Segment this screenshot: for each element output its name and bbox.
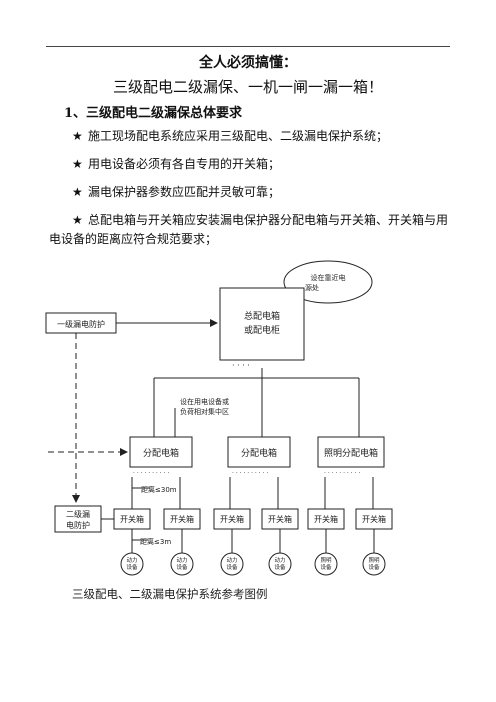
sub-box-1-dots: · · · · · · · · · · [133, 470, 169, 477]
device-2-text-1: 动力 [176, 556, 187, 564]
device-circle-1 [120, 552, 144, 576]
main-box-text-2: 或配电柜 [244, 324, 280, 336]
note-text-1: 设在用电设备或 [180, 397, 229, 406]
device-6-text-1: 照明 [368, 557, 380, 564]
level1-protection-label: 一级漏电防护 [57, 319, 105, 329]
sub-box-2 [227, 436, 291, 468]
switch-box-label: 开关箱 [314, 514, 338, 524]
device-1-text-1: 动力 [126, 556, 137, 564]
main-box-dots: · · · · [232, 361, 250, 370]
star-icon: ★ [72, 185, 83, 199]
switch-box-label: 开关箱 [120, 514, 144, 524]
bubble-text-1: 设在靠近电 [311, 273, 346, 282]
device-2-text-2: 设备 [176, 563, 188, 571]
device-1-text-2: 设备 [126, 563, 138, 571]
device-4-text-2: 设备 [274, 563, 286, 571]
bullet-text: 总配电箱与开关箱应安装漏电保护器分配电箱与开关箱、开关箱与用 [88, 213, 449, 227]
bubble-text-2: 源处 [305, 283, 319, 292]
star-icon: ★ [72, 157, 83, 171]
device-circle-5 [314, 552, 338, 576]
level2-protection-box [54, 505, 102, 533]
bullet-item-1: ★ 施工现场配电系统应采用三级配电、二级漏电保护系统； [72, 127, 388, 144]
sub-box-2-label: 分配电箱 [241, 447, 277, 459]
main-box-text-1: 总配电箱 [244, 310, 280, 322]
device-4-text-1: 动力 [274, 556, 285, 564]
diagram-caption: 三级配电、二级漏电保护系统参考图例 [72, 587, 268, 601]
sub-box-3-dots: · · · · · · · · · · [324, 470, 360, 477]
doc-title-line1: 全人必须搞懂： [199, 55, 297, 71]
device-6-text-2: 设备 [368, 563, 380, 571]
switch-box-label: 开关箱 [362, 514, 386, 524]
star-icon: ★ [72, 129, 83, 143]
sub-box-3 [317, 436, 385, 468]
bullet-item-4: ★ 总配电箱与开关箱应安装漏电保护器分配电箱与开关箱、开关箱与用 [72, 211, 448, 228]
device-circle-4 [268, 552, 292, 576]
device-3-text-1: 动力 [226, 556, 237, 564]
device-circle-6 [362, 552, 386, 576]
switch-box-label: 开关箱 [220, 514, 244, 524]
sub-box-2-dots: · · · · · · · · · · [232, 470, 268, 477]
device-3-text-2: 设备 [226, 563, 238, 571]
header-rule [46, 46, 450, 47]
bullet-item-2: ★ 用电设备必须有各自专用的开关箱； [72, 155, 280, 172]
bullet-text: 施工现场配电系统应采用三级配电、二级漏电保护系统； [88, 129, 389, 143]
device-circle-2 [170, 552, 194, 576]
main-distribution-box [219, 287, 305, 361]
bullet-4-continuation: 电设备的距离应符合规范要求； [49, 232, 218, 246]
bullet-text: 用电设备必须有各自专用的开关箱； [88, 157, 281, 171]
bullet-text: 漏电保护器参数应匹配并灵敏可靠； [88, 185, 281, 199]
sub-box-3-label: 照明分配电箱 [324, 447, 378, 459]
bullet-item-3: ★ 漏电保护器参数应匹配并灵敏可靠； [72, 183, 280, 200]
sub-box-1 [129, 436, 193, 468]
device-5-text-2: 设备 [320, 563, 332, 571]
doc-title-line2: 三级配电二级漏保、一机一闸一漏一箱！ [112, 78, 383, 96]
level2-text-1: 二级漏 [66, 509, 90, 519]
switch-box-label: 开关箱 [268, 514, 292, 524]
note-text-2: 负荷相对集中区 [180, 407, 229, 416]
switch-box-label: 开关箱 [170, 514, 194, 524]
distance-label-30m: 距离≤30m [141, 485, 177, 494]
device-5-text-1: 照明 [320, 557, 332, 564]
distance-label-3m: 距离≤3m [140, 537, 171, 546]
level2-text-2: 电防护 [66, 520, 90, 530]
star-icon: ★ [72, 213, 83, 227]
device-circle-3 [220, 552, 244, 576]
sub-box-1-label: 分配电箱 [143, 447, 179, 459]
section-heading: 1、三级配电二级漏保总体要求 [64, 106, 243, 121]
